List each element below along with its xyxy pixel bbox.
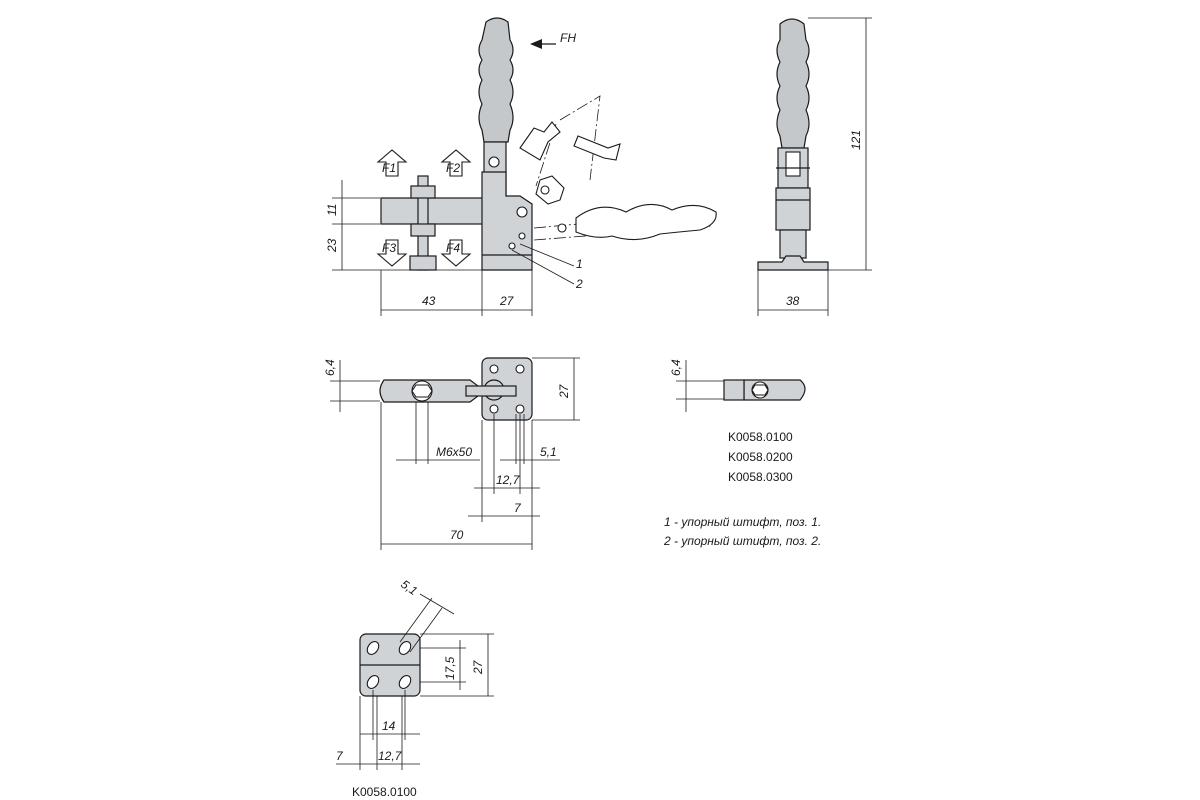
- dim-height-lower: 23: [325, 238, 339, 253]
- ghost-handle: [575, 203, 717, 241]
- model-code-1: K0058.0100: [728, 430, 793, 444]
- force-arrow-f2: F2: [440, 149, 472, 177]
- dim-hole-spacing: 12,7: [496, 473, 521, 487]
- dim-hole-spacing-vertical: 17,5: [443, 656, 457, 680]
- svg-text:F4: F4: [446, 241, 460, 255]
- dim-base-width-side: 38: [786, 294, 800, 308]
- svg-text:F2: F2: [446, 161, 460, 175]
- dim-edge: 7: [514, 501, 522, 515]
- side-base: [757, 255, 829, 271]
- dim-base-length: 27: [499, 294, 515, 308]
- side-view: 121 38: [757, 17, 872, 316]
- body-hole-3: [508, 242, 516, 250]
- dim-hole: 5,1: [540, 445, 557, 459]
- dim-hole-spacing-horizontal: 14: [382, 719, 396, 733]
- clamp-arm: [380, 197, 485, 225]
- pivot-top: [488, 156, 500, 168]
- dim-slot: 5,1: [398, 577, 420, 598]
- dim-base-width-top: 27: [557, 383, 571, 399]
- front-view: 1 2 FH F1 F2 F3 F4 11 23: [325, 17, 717, 316]
- force-arrow-f1: F1: [376, 149, 408, 177]
- dim-edge-detail: 7: [336, 749, 344, 763]
- base-detail-model-code: K0058.0100: [352, 785, 417, 799]
- force-label-fh: FH: [560, 31, 576, 45]
- dim-base-height: 27: [471, 659, 485, 675]
- body-bracket: [481, 171, 533, 271]
- dim-arm-length: 43: [422, 294, 436, 308]
- svg-text:F3: F3: [382, 241, 396, 255]
- base-detail: 5,1 17,5 27 14 7 12,7 K0058.0100: [336, 577, 494, 799]
- model-code-2: K0058.0200: [728, 450, 793, 464]
- force-arrow-f3: F3: [376, 239, 408, 267]
- svg-text:F1: F1: [382, 161, 396, 175]
- force-arrow-f4: F4: [440, 239, 472, 267]
- dim-total-height: 121: [849, 130, 863, 150]
- note-pin-1: 1 - упорный штифт, поз. 1.: [664, 515, 821, 529]
- dim-total-length: 70: [450, 528, 464, 542]
- dim-pitch: 12,7: [378, 749, 403, 763]
- dim-height-upper: 11: [325, 204, 339, 216]
- callout-pin-1: 1: [576, 257, 583, 271]
- dim-bolt-size: M6x50: [436, 445, 472, 459]
- top-view: 6,4 27 M6x50 5,1 12,7 7 70: [323, 357, 580, 550]
- dim-bolt-width: 6,4: [323, 359, 337, 376]
- dim-bolt-width-small: 6,4: [669, 359, 683, 376]
- note-pin-2: 2 - упорный штифт, поз. 2.: [663, 534, 821, 548]
- body-hole-2: [518, 232, 526, 240]
- model-code-3: K0058.0300: [728, 470, 793, 484]
- body-hole-1: [516, 206, 528, 218]
- handle-grip: [478, 17, 514, 143]
- small-top-view: 6,4: [669, 359, 806, 412]
- side-handle-grip: [776, 18, 810, 149]
- callout-pin-2: 2: [575, 277, 583, 291]
